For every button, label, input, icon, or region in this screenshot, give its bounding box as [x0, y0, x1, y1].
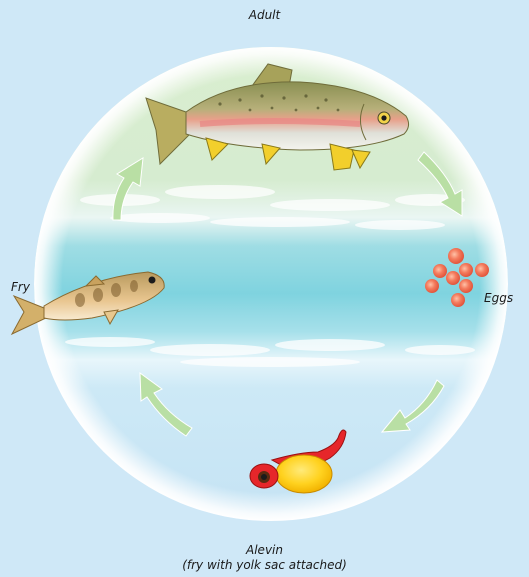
stage-label-fry: Fry	[11, 280, 30, 294]
stage-label-alevin: Alevin (fry with yolk sac attached)	[0, 543, 529, 573]
stage-label-adult: Adult	[0, 8, 529, 22]
alevin-title: Alevin	[0, 543, 529, 558]
stage-label-eggs: Eggs	[484, 291, 513, 305]
alevin-note: (fry with yolk sac attached)	[0, 558, 529, 573]
